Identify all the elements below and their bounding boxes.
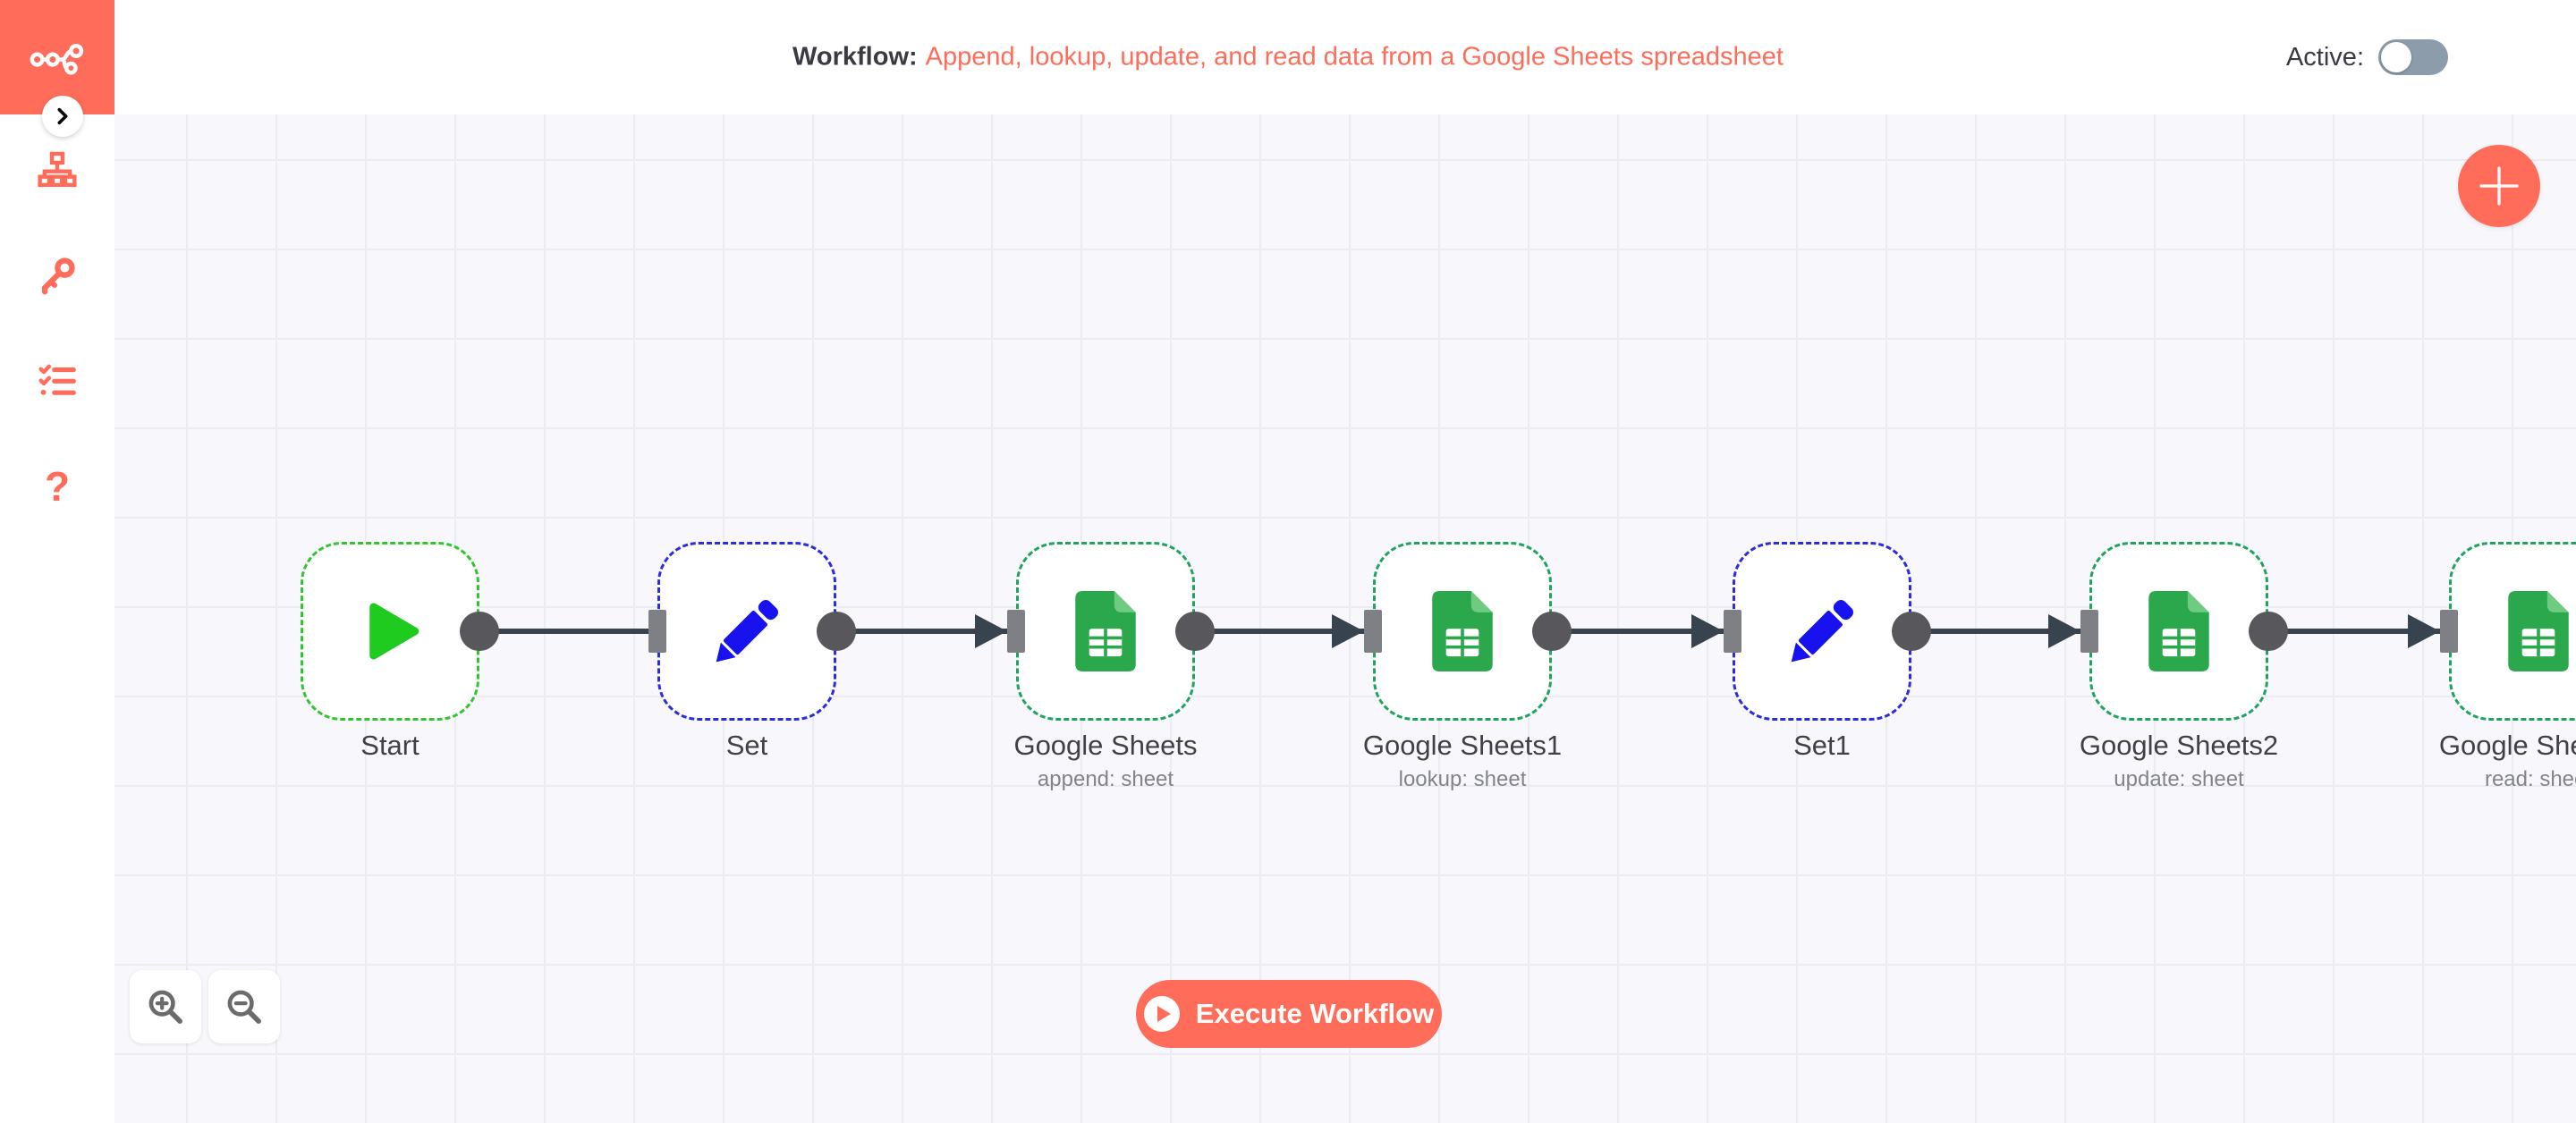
sidebar-nav: ? xyxy=(0,143,114,565)
connection-line[interactable] xyxy=(1195,629,1364,634)
node-set[interactable]: Set xyxy=(648,542,856,761)
google-sheets-icon xyxy=(2148,591,2209,671)
sidebar: ? xyxy=(0,0,114,1123)
connection-line[interactable] xyxy=(1552,629,1724,634)
execute-workflow-label: Execute Workflow xyxy=(1195,998,1435,1029)
connection-line[interactable] xyxy=(1911,629,2080,634)
node-box[interactable] xyxy=(2089,542,2268,721)
node-box[interactable] xyxy=(657,542,836,721)
workflow-title: Workflow:Append, lookup, update, and rea… xyxy=(792,43,1784,72)
zoom-out-button[interactable] xyxy=(208,970,280,1043)
workflow-title-label: Workflow: xyxy=(792,42,918,72)
node-label: Google Sheets2 xyxy=(2079,730,2279,761)
output-port[interactable] xyxy=(460,612,499,651)
output-port[interactable] xyxy=(1532,612,1572,651)
play-triangle-icon xyxy=(351,592,429,671)
add-node-button[interactable] xyxy=(2458,145,2540,227)
connection-line[interactable] xyxy=(836,629,1007,634)
chevron-right-icon xyxy=(53,106,72,126)
node-box[interactable] xyxy=(301,542,479,721)
node-subtitle: append: sheet xyxy=(1037,767,1174,791)
node-start[interactable]: Start xyxy=(301,542,499,761)
active-toggle[interactable] xyxy=(2378,39,2448,75)
zoom-controls xyxy=(130,970,280,1043)
zoom-in-button[interactable] xyxy=(130,970,201,1043)
connection-line[interactable] xyxy=(479,629,648,634)
output-port[interactable] xyxy=(1892,612,1931,651)
connection-arrow-icon xyxy=(2408,614,2440,648)
pencil-icon xyxy=(700,585,793,678)
connection-arrow-icon xyxy=(975,614,1007,648)
node-label: Set xyxy=(725,730,768,761)
input-port[interactable] xyxy=(2440,610,2458,653)
node-box[interactable] xyxy=(1016,542,1195,721)
connections-layer xyxy=(114,114,2576,1123)
sidebar-item-credentials[interactable] xyxy=(30,249,84,302)
connection-arrow-icon xyxy=(1691,614,1724,648)
active-toggle-group: Active: xyxy=(2286,39,2448,75)
play-icon xyxy=(1143,996,1180,1032)
node-box[interactable] xyxy=(2449,542,2576,721)
input-port[interactable] xyxy=(1724,610,1741,653)
connection-arrow-icon xyxy=(2048,614,2080,648)
plus-icon xyxy=(2478,165,2521,207)
google-sheets-icon xyxy=(1432,591,1493,671)
zoom-out-icon xyxy=(224,986,265,1027)
active-label: Active: xyxy=(2285,42,2364,72)
node-label: Google Sheets1 xyxy=(1362,730,1563,761)
connection-arrow-icon xyxy=(1332,614,1364,648)
node-google-sheets[interactable]: Google Sheets append: sheet xyxy=(1007,542,1215,791)
key-icon xyxy=(38,256,77,295)
input-port[interactable] xyxy=(648,610,666,653)
output-port[interactable] xyxy=(817,612,856,651)
sidebar-item-executions[interactable] xyxy=(30,354,84,408)
google-sheets-icon xyxy=(1075,591,1136,671)
output-port[interactable] xyxy=(2249,612,2288,651)
input-port[interactable] xyxy=(2080,610,2098,653)
node-box[interactable] xyxy=(1373,542,1552,721)
node-box[interactable] xyxy=(1733,542,1911,721)
node-label: Set1 xyxy=(1793,730,1851,761)
sidebar-item-workflows[interactable] xyxy=(30,143,84,197)
header-bar: Workflow:Append, lookup, update, and rea… xyxy=(0,0,2576,114)
node-google-sheets2[interactable]: Google Sheets2 update: sheet xyxy=(2080,542,2288,791)
workflow-name[interactable]: Append, lookup, update, and read data fr… xyxy=(925,42,1784,72)
node-set1[interactable]: Set1 xyxy=(1724,542,1931,761)
output-port[interactable] xyxy=(1175,612,1215,651)
node-label: Start xyxy=(360,730,419,761)
zoom-in-icon xyxy=(145,986,186,1027)
node-google-sheets3[interactable]: Google Sheets3 read: sheet xyxy=(2439,542,2576,791)
node-subtitle: lookup: sheet xyxy=(1398,767,1527,791)
node-subtitle: update: sheet xyxy=(2114,767,2244,791)
sidebar-item-help[interactable]: ? xyxy=(30,460,84,513)
checklist-icon xyxy=(38,361,77,401)
question-icon: ? xyxy=(44,463,71,510)
execute-workflow-button[interactable]: Execute Workflow xyxy=(1136,980,1442,1048)
node-google-sheets1[interactable]: Google Sheets1 lookup: sheet xyxy=(1363,542,1572,791)
n8n-logo[interactable] xyxy=(0,0,114,114)
sitemap-icon xyxy=(37,149,78,190)
node-subtitle: read: sheet xyxy=(2484,767,2576,791)
toggle-knob xyxy=(2381,42,2411,72)
input-port[interactable] xyxy=(1364,610,1382,653)
connection-line[interactable] xyxy=(2268,629,2440,634)
sidebar-expand-button[interactable] xyxy=(42,96,83,137)
google-sheets-icon xyxy=(2508,591,2569,671)
node-label: Google Sheets xyxy=(1013,730,1198,761)
input-port[interactable] xyxy=(1007,610,1025,653)
pencil-icon xyxy=(1775,585,1868,678)
node-label: Google Sheets3 xyxy=(2438,730,2576,761)
